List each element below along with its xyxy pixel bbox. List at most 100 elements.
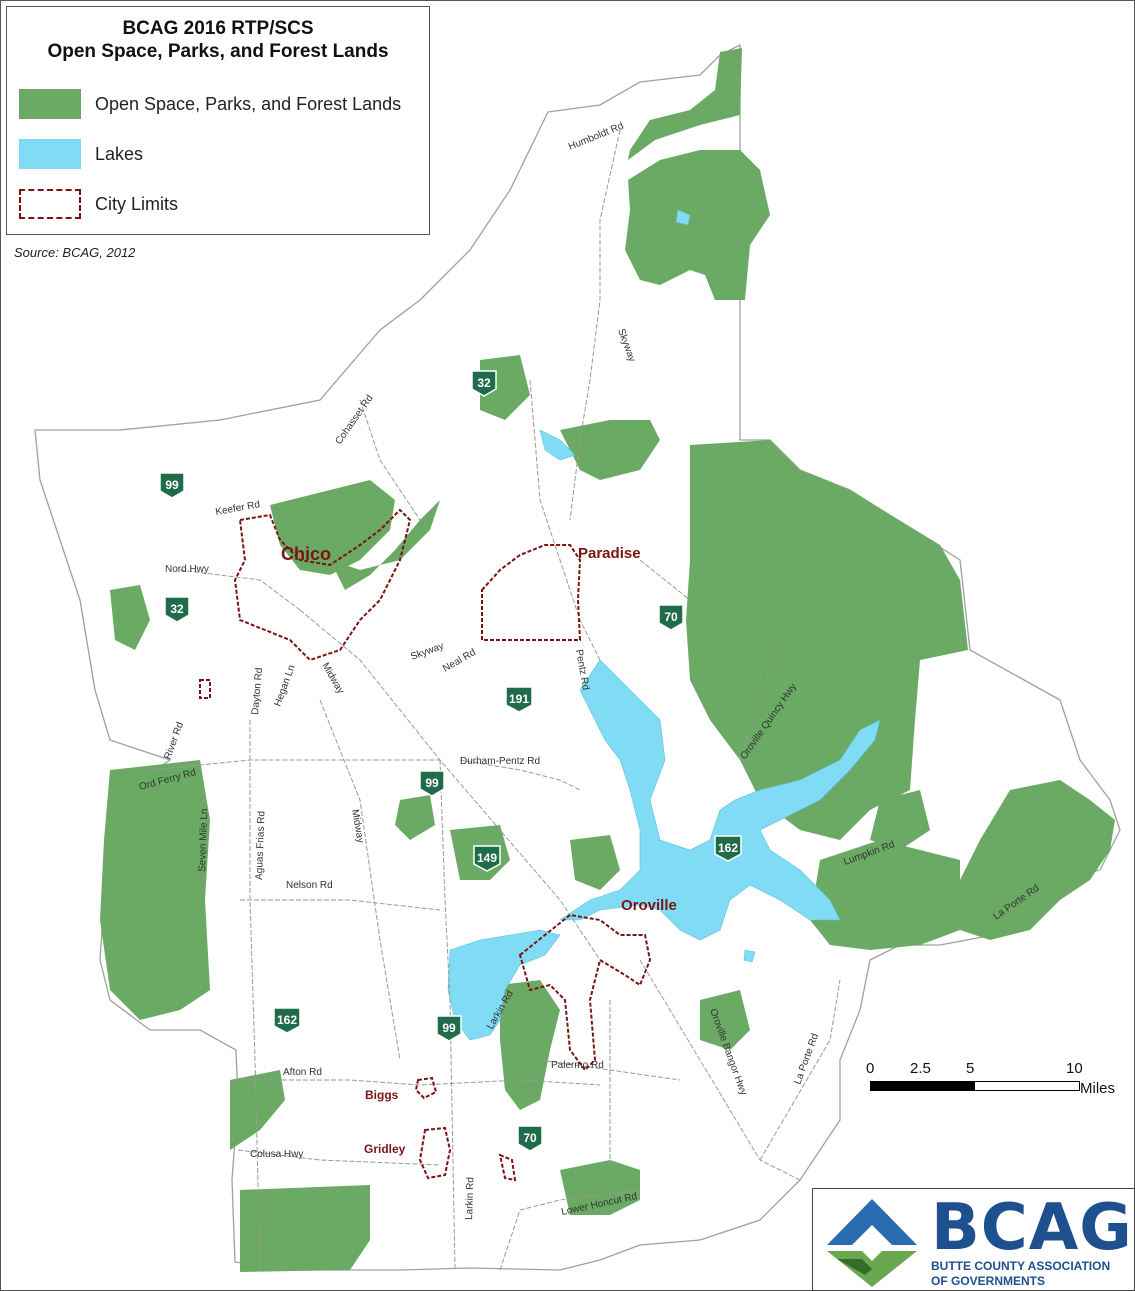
road (569, 129, 621, 521)
city-limits-layer (199, 508, 652, 1182)
road-label: Afton Rd (283, 1067, 322, 1078)
logo-subtitle-line1: BUTTE COUNTY ASSOCIATION (931, 1259, 1111, 1273)
open-space-area (870, 790, 930, 850)
road-label: Palermo Rd (551, 1060, 604, 1071)
lakes-layer (447, 209, 881, 1041)
road (639, 559, 691, 601)
city-limit-fragment (199, 679, 211, 699)
svg-text:70: 70 (523, 1131, 537, 1145)
lake-oroville (559, 659, 881, 941)
svg-text:70: 70 (664, 610, 678, 624)
legend-item-label: Lakes (95, 143, 144, 164)
city-limit-oroville (518, 913, 652, 1072)
road (759, 979, 841, 1161)
city-labels: Chico Paradise Oroville Biggs Gridley (281, 544, 677, 1156)
road-label: Durham-Pentz Rd (460, 756, 540, 767)
svg-text:99: 99 (165, 478, 179, 492)
legend-item-city-limits: City Limits (19, 187, 178, 221)
city-limit-paradise (481, 544, 582, 641)
svg-text:162: 162 (277, 1013, 297, 1027)
open-space-area (560, 420, 660, 480)
road (739, 639, 781, 761)
open-space-area (700, 990, 750, 1050)
svg-text:191: 191 (509, 692, 529, 706)
road (539, 1059, 681, 1081)
lake (675, 209, 691, 226)
road (359, 399, 421, 521)
road (240, 1079, 601, 1086)
city-label-chico: Chico (281, 544, 331, 564)
city-label-gridley: Gridley (364, 1142, 406, 1156)
road (179, 569, 301, 611)
bcag-logo: BCAG BUTTE COUNTY ASSOCIATION OF GOVERNM… (812, 1188, 1135, 1291)
highway-shield: 32 (164, 596, 190, 623)
lake (743, 949, 756, 963)
city-limits-swatch (19, 189, 81, 219)
highway-shield: 162 (273, 1007, 301, 1034)
highway-shield: 162 (714, 835, 742, 862)
legend-item-open-space: Open Space, Parks, and Forest Lands (19, 87, 401, 121)
road (319, 699, 401, 1061)
scale-tick-label: 5 (966, 1060, 975, 1077)
logo-mark-icon (827, 1199, 917, 1287)
city-label-paradise: Paradise (578, 545, 641, 562)
open-space-area (500, 980, 560, 1110)
open-space-area (625, 150, 770, 300)
city-label-biggs: Biggs (365, 1088, 399, 1102)
scale-tick-label: 0 (866, 1060, 875, 1077)
road (639, 959, 801, 1181)
road-label: Colusa Hwy (250, 1149, 303, 1160)
open-space-area (240, 1185, 370, 1272)
road (459, 759, 581, 791)
road (240, 899, 441, 911)
road (499, 1189, 641, 1271)
highway-shield: 99 (419, 770, 445, 797)
lake (539, 429, 576, 461)
open-space-area (810, 840, 960, 950)
roads-layer (149, 129, 841, 1271)
legend-title-line2: Open Space, Parks, and Forest Lands (47, 41, 389, 62)
svg-text:99: 99 (425, 776, 439, 790)
logo-subtitle-line2: OF GOVERNMENTS (931, 1274, 1046, 1288)
legend-item-label: City Limits (95, 193, 179, 214)
road-label: Nelson Rd (286, 880, 333, 891)
highway-shield: 70 (517, 1125, 543, 1152)
open-space-area (230, 1070, 285, 1150)
road (299, 609, 601, 961)
svg-text:99: 99 (442, 1021, 456, 1035)
highway-shield: 99 (159, 472, 185, 499)
open-space-area (686, 440, 968, 840)
city-label-oroville: Oroville (621, 897, 677, 914)
open-space-area (270, 480, 395, 575)
map-legend: BCAG 2016 RTP/SCS Open Space, Parks, and… (6, 6, 430, 235)
highway-shield: 70 (658, 604, 684, 631)
scale-unit: Miles (1080, 1080, 1116, 1097)
road-label: Larkin Rd (464, 1177, 476, 1220)
scale-bar-white (974, 1081, 1080, 1091)
road-label: Aguas Frias Rd (254, 811, 267, 880)
road (529, 379, 601, 661)
open-space-area (395, 795, 435, 840)
open-space-area (330, 500, 440, 590)
open-space-area (560, 1160, 640, 1215)
highway-shield: 99 (436, 1015, 462, 1042)
logo-wordmark: BCAG (931, 1191, 1133, 1265)
lakes-swatch (19, 139, 81, 169)
highway-shield: 191 (505, 686, 533, 713)
road (249, 720, 261, 1271)
city-limit-gridley (418, 1126, 452, 1180)
road (439, 759, 456, 1271)
svg-text:149: 149 (477, 851, 497, 865)
city-limit-chico (233, 508, 412, 662)
road-label: Seven Mile Ln (197, 808, 210, 872)
highway-shield: 32 (471, 370, 497, 397)
road (237, 1149, 441, 1166)
svg-text:32: 32 (477, 376, 491, 390)
scale-bar-black (870, 1081, 974, 1091)
legend-item-lakes: Lakes (19, 137, 143, 171)
road-label: Dayton Rd (250, 667, 265, 715)
legend-item-label: Open Space, Parks, and Forest Lands (95, 93, 402, 114)
open-space-area (570, 835, 620, 890)
city-limit-biggs (414, 1076, 438, 1100)
open-space-area (628, 48, 742, 160)
